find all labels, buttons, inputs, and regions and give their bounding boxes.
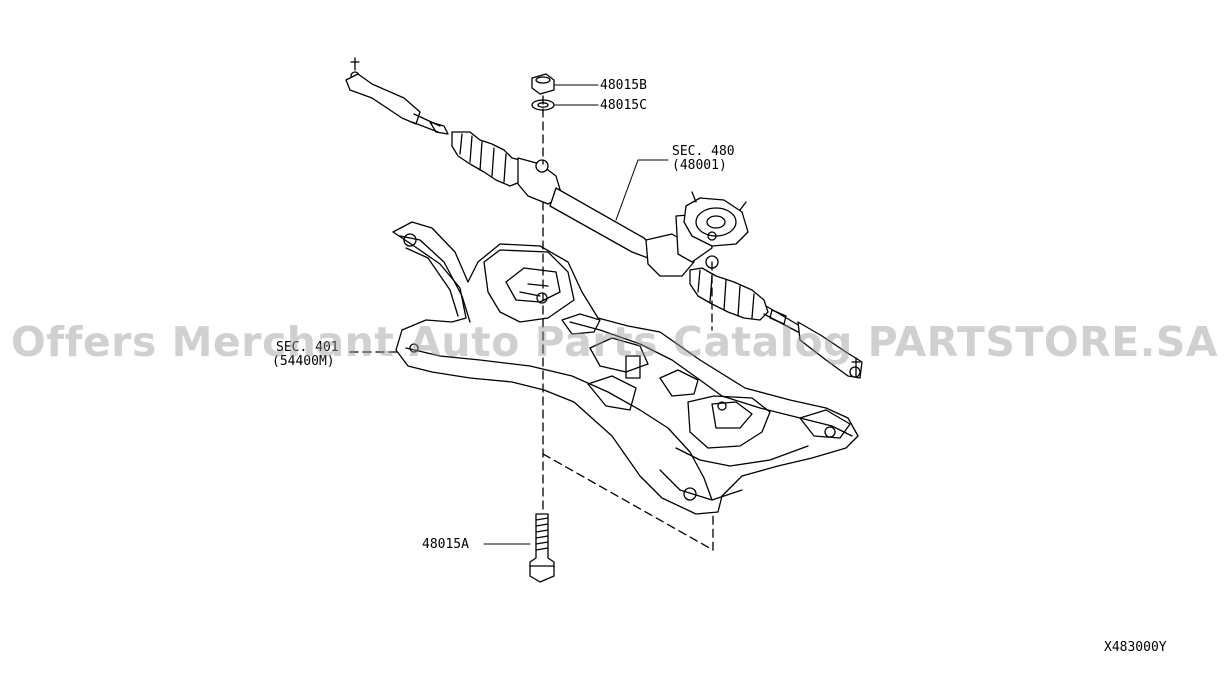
steering-gear [345,57,863,379]
nut-48015b-shape [531,73,555,95]
leader-steering [615,159,669,221]
suspension-member [392,221,859,515]
member-right-tip [799,409,851,439]
left-tie-rod-end [345,73,421,125]
member-cutout-1 [561,313,601,335]
left-lock-nut [429,121,449,135]
left-boot-folds [459,133,507,183]
label-member-part: (54400M) [272,354,335,369]
bolt-threads [535,517,549,551]
member-cutout-4 [659,369,699,397]
member-hole-right [824,426,836,438]
member-cutout-2 [589,337,649,373]
member-beam-edge [405,347,713,501]
leader-lines [483,84,669,545]
member-right-mount [687,395,771,449]
member-tower-ribs [519,283,549,297]
label-member-sec: SEC. 401 [276,340,339,355]
right-tie-rod-end [797,321,863,379]
hardware [529,73,555,583]
right-lock-nut [769,309,787,325]
mount-clamp-hole [535,159,549,173]
member-hole-lower [683,487,697,501]
label-washer-48015c: 48015C [600,98,647,113]
member-hole-left [403,233,417,247]
right-ball-joint [849,366,861,378]
right-boot-folds [697,269,755,319]
right-stud-thread [851,357,861,377]
diagram-code: X483000Y [1104,640,1167,655]
member-lower-edge [675,445,809,467]
label-bolt-48015a: 48015A [422,537,469,552]
member-center-tower [483,249,575,323]
right-boot [689,267,769,321]
member-stud [625,355,641,379]
member-right-mount-top [711,401,753,429]
pinion-flange [683,197,749,247]
pinion-shaft [706,215,726,229]
member-hole-front [409,343,419,353]
left-boot [451,131,521,187]
left-stud-thread [350,57,360,71]
member-hole-mount [717,401,727,411]
member-tower-top [505,267,561,303]
label-steering-sec: SEC. 480 [672,144,735,159]
watermark-text: Offers Merchant Auto Parts Catalog PARTS… [10,318,1219,366]
bolt-48015a-shape [529,513,555,583]
assembly-lines [349,95,714,551]
member-left-arm [399,235,471,323]
label-steering-part: (48001) [672,158,727,173]
pinion-studs [691,191,747,211]
member-cutout-3 [587,375,637,411]
rack-tube [549,187,657,259]
nut-top [535,76,551,84]
member-beam-inner [569,321,853,437]
member-hole-center [536,292,548,304]
label-nut-48015b: 48015B [600,78,647,93]
pinion-flange-hole [707,231,717,241]
dash-mount-box [542,453,714,551]
